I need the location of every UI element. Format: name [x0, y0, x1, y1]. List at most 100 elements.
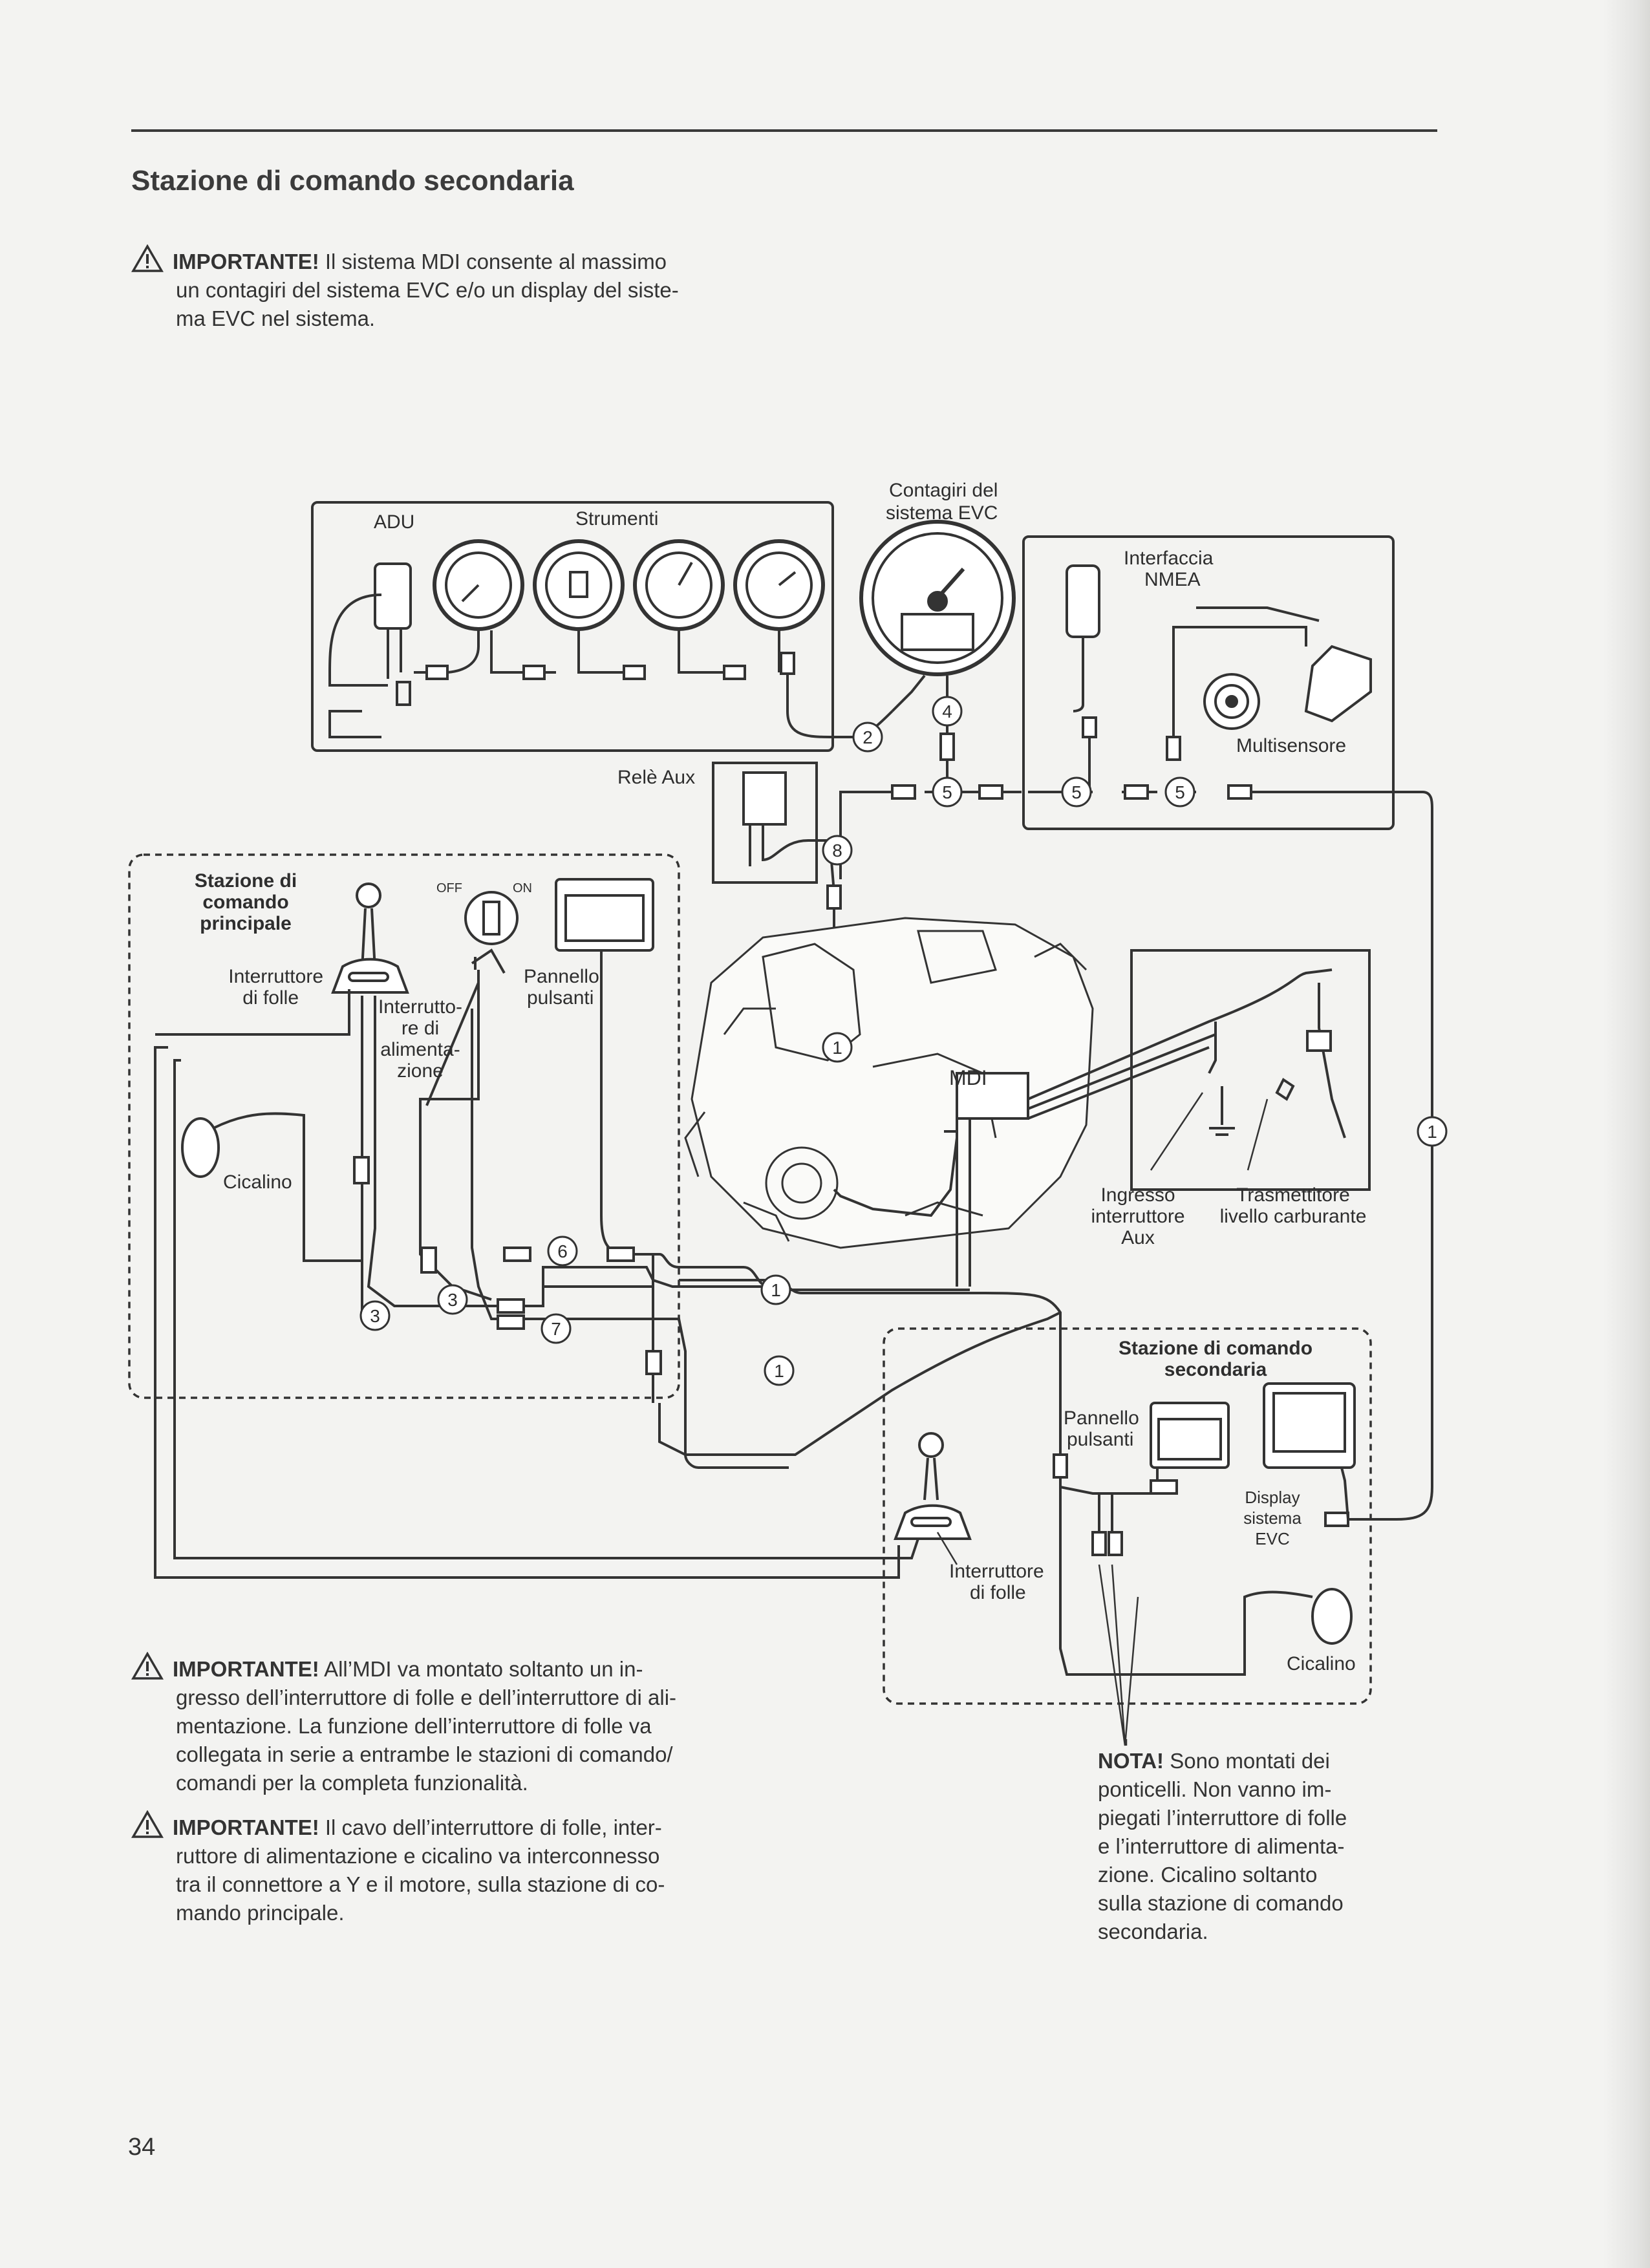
cable-number-3	[359, 1300, 391, 1331]
gauge-cable	[490, 630, 780, 674]
note-line: Il sistema MDI consente al massimo	[325, 250, 667, 273]
svg-text:2: 2	[862, 727, 873, 747]
svg-text:1: 1	[832, 1038, 842, 1058]
label-ingresso-aux: Aux	[1121, 1227, 1155, 1248]
cable-number-3	[437, 1284, 468, 1315]
nota-line: piegati l’interruttore di folle	[1098, 1806, 1347, 1830]
svg-text:8: 8	[832, 840, 842, 861]
label-interruttore-alimentazione: re di	[402, 1018, 439, 1039]
bottom-important-note-2: IMPORTANTE! Il cavo dell’interruttore di…	[131, 1810, 765, 1927]
aux-switch-symbol	[1208, 1022, 1235, 1136]
warning-triangle-icon	[131, 1810, 164, 1838]
panel-cable	[600, 950, 653, 1256]
fuel-sender	[1275, 983, 1346, 1139]
note-line: mentazione. La funzione dell’interruttor…	[176, 1714, 652, 1738]
label-pannello: pulsanti	[527, 987, 594, 1009]
instruments-panel	[311, 501, 834, 752]
aux-relay-box	[712, 762, 818, 884]
label-main-station: comando	[202, 892, 288, 913]
label-display: Display	[1245, 1488, 1300, 1507]
gauge-3	[633, 539, 725, 631]
page-edge-shadow	[1603, 0, 1650, 2268]
label-contagiri: sistema EVC	[886, 502, 998, 524]
nota-leader	[1098, 1564, 1139, 1746]
svg-text:5: 5	[1071, 782, 1082, 802]
page-number: 34	[128, 2134, 156, 2161]
cable-1-link-upper	[679, 1279, 1062, 1461]
note-line: All’MDI va montato soltanto un in-	[324, 1657, 643, 1681]
label-secondary-pannello: Pannello	[1064, 1407, 1139, 1429]
svg-text:1: 1	[1427, 1122, 1437, 1142]
secondary-station-box	[883, 1327, 1372, 1705]
gauge-2	[533, 539, 625, 631]
label-interruttore-folle: Interruttore	[228, 966, 323, 987]
cable-number-7	[541, 1313, 572, 1344]
nota-line: ponticelli. Non vanno im-	[1098, 1777, 1332, 1801]
label-interfaccia: Interfaccia	[1124, 548, 1214, 569]
aux-relay-device	[742, 771, 842, 879]
engine-illustration	[684, 917, 1094, 1249]
label-trasmettitore: livello carburante	[1220, 1206, 1367, 1227]
nota-line: zione. Cicalino soltanto	[1098, 1863, 1318, 1887]
svg-text:6: 6	[557, 1241, 568, 1261]
svg-text:3: 3	[447, 1290, 458, 1310]
label-interruttore-alimentazione: zione	[397, 1060, 444, 1082]
label-ingresso-aux: Ingresso	[1100, 1184, 1175, 1206]
ignition-key-switch	[464, 891, 519, 974]
cable-7-down	[550, 1318, 789, 1469]
header-rule	[131, 129, 1437, 132]
cable-number-5	[1164, 776, 1195, 808]
label-multisensore: Multisensore	[1236, 735, 1346, 756]
main-buzzer	[181, 1112, 362, 1262]
cable-number-2	[852, 722, 883, 753]
label-secondary-cicalino: Cicalino	[1287, 1653, 1356, 1674]
nota-line: Sono montati dei	[1170, 1749, 1330, 1773]
warning-triangle-icon	[131, 244, 164, 272]
cable-2	[891, 674, 926, 712]
cable-outer-loop	[154, 1046, 900, 1579]
label-interruttore-alimentazione: alimenta-	[380, 1039, 460, 1060]
aux-input-box	[1130, 949, 1371, 1191]
yconn-cable	[471, 1009, 550, 1320]
page-title: Stazione di comando secondaria	[131, 165, 574, 197]
note-line: collegata in serie a entrambe le stazion…	[176, 1742, 673, 1766]
label-on: ON	[513, 881, 532, 895]
gauge-4	[733, 539, 825, 631]
note-line: tra il connettore a Y e il motore, sulla…	[176, 1872, 665, 1896]
cable-number-1	[1417, 1116, 1448, 1147]
main-control-lever	[331, 883, 409, 994]
note-line: gresso dell’interruttore di folle e dell…	[176, 1685, 677, 1709]
label-strumenti: Strumenti	[575, 508, 658, 530]
label-interruttore-alimentazione: Interrutto-	[378, 996, 462, 1018]
label-display: sistema	[1243, 1508, 1302, 1528]
label-ingresso-aux: interruttore	[1091, 1206, 1184, 1227]
warning-triangle-icon	[131, 1652, 164, 1680]
adu-module	[328, 562, 412, 738]
evc-tachometer	[859, 520, 1016, 676]
svg-text:3: 3	[370, 1306, 380, 1326]
evc-display	[1263, 1382, 1356, 1469]
label-secondary-station: secondaria	[1164, 1359, 1267, 1380]
top-important-note: IMPORTANTE! Il sistema MDI consente al m…	[131, 244, 765, 333]
mdi-aux-cable	[1027, 968, 1333, 1120]
important-label: IMPORTANTE!	[173, 250, 319, 273]
label-pannello: Pannello	[524, 966, 599, 987]
secondary-button-panel	[1150, 1402, 1230, 1469]
label-trasmettitore: Trasmettitore	[1236, 1184, 1350, 1206]
svg-text:1: 1	[774, 1361, 784, 1381]
important-label: IMPORTANTE!	[173, 1815, 319, 1839]
label-off: OFF	[436, 881, 462, 895]
bottom-important-note-1: IMPORTANTE! All’MDI va montato soltanto …	[131, 1652, 765, 1797]
note-line: ruttore di alimentazione e cicalino va i…	[176, 1844, 660, 1868]
label-mdi: MDI	[949, 1066, 987, 1089]
cable-number-4	[932, 696, 963, 727]
label-rele-aux: Relè Aux	[617, 767, 695, 788]
label-interfaccia: NMEA	[1144, 569, 1201, 590]
nota-line: e l’interruttore di alimenta-	[1098, 1834, 1345, 1858]
nota-line: sulla stazione di comando	[1098, 1891, 1344, 1915]
label-secondary-station: Stazione di comando	[1119, 1338, 1312, 1359]
cable-number-5	[932, 776, 963, 808]
main-button-panel	[555, 878, 654, 952]
